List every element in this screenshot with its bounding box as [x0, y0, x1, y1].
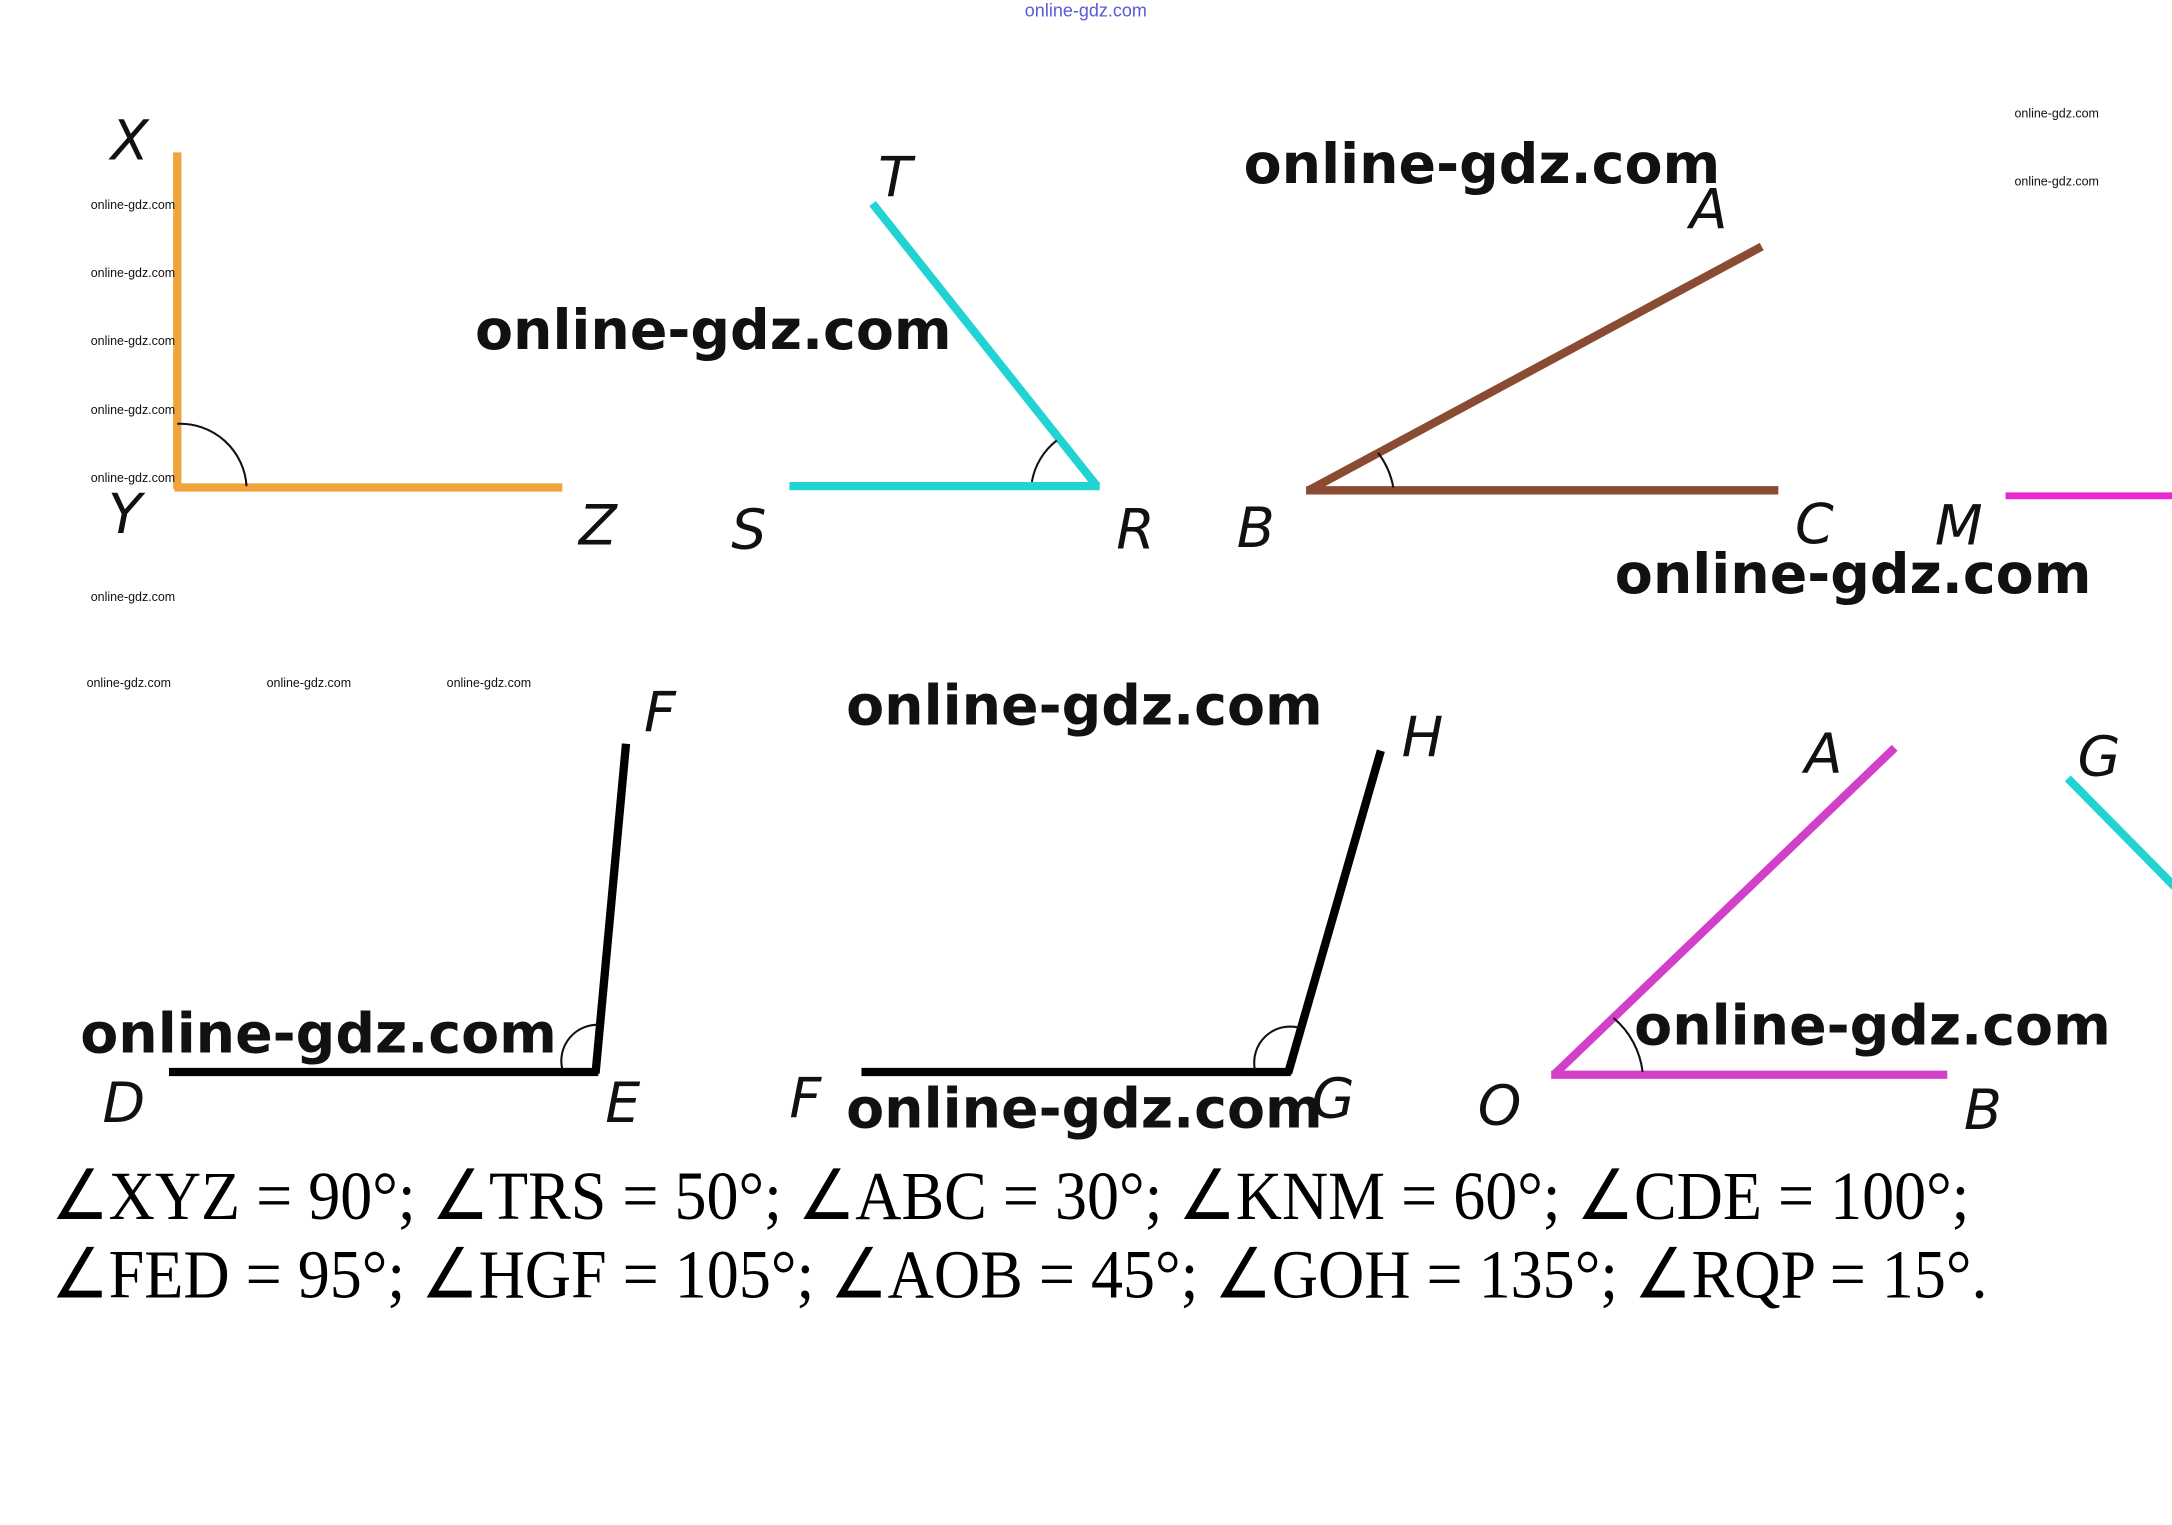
answer-line-2: ∠FED = 95°; ∠HGF = 105°; ∠AOB = 45°; ∠GO…: [51, 1236, 1987, 1313]
watermark-small: online-gdz.com: [447, 676, 531, 690]
watermark: online-gdz.com: [80, 1003, 557, 1067]
watermark-small: online-gdz.com: [91, 590, 175, 604]
ray-og: [2064, 775, 2172, 890]
label-f: F: [644, 681, 677, 745]
watermark: online-gdz.com: [846, 674, 1323, 738]
watermark-small: online-gdz.com: [2014, 107, 2098, 121]
angle-knm-partial: M: [1935, 492, 2172, 558]
label-t: T: [878, 147, 916, 211]
angle-trs: T S R: [731, 147, 1155, 563]
watermark: online-gdz.com: [846, 1077, 1323, 1141]
label-b: B: [1237, 497, 1275, 561]
angle-hgf: H F G: [789, 706, 1443, 1131]
angle-goh-partial: G: [2064, 726, 2172, 890]
angle-arc: [1030, 439, 1058, 483]
ray-rt: [869, 201, 1101, 489]
watermark: online-gdz.com: [1634, 994, 2111, 1058]
label-g: G: [1312, 1068, 1355, 1132]
label-x: X: [108, 109, 150, 173]
label-c: C: [1795, 493, 1834, 557]
watermark: online-gdz.com: [475, 299, 952, 363]
watermark-small: online-gdz.com: [91, 471, 175, 485]
label-z: Z: [577, 494, 618, 558]
label-r: R: [1116, 498, 1155, 562]
answer-line-1: ∠XYZ = 90°; ∠TRS = 50°; ∠ABC = 30°; ∠KNM…: [51, 1157, 1969, 1234]
ray-ba: [1306, 242, 1764, 494]
label-b2: B: [1964, 1079, 2002, 1143]
label-a: A: [1687, 179, 1728, 243]
watermark-small: online-gdz.com: [91, 198, 175, 212]
angle-arc: [1253, 1025, 1300, 1070]
angle-arc: [177, 422, 248, 487]
label-o: O: [1478, 1075, 1522, 1139]
watermark-small: online-gdz.com: [91, 403, 175, 417]
angle-arc: [560, 1023, 600, 1070]
label-y: Y: [108, 483, 146, 547]
watermark-top: online-gdz.com: [1025, 1, 1147, 21]
watermark: online-gdz.com: [1244, 133, 1721, 197]
label-g2: G: [2078, 726, 2121, 790]
ray-oa: [1551, 744, 1898, 1078]
label-h: H: [1402, 706, 1444, 770]
label-s: S: [731, 498, 766, 562]
angle-arc: [1612, 1017, 1644, 1073]
watermark-small: online-gdz.com: [91, 266, 175, 280]
watermark-small: online-gdz.com: [87, 676, 171, 690]
angle-aob: A O B: [1478, 723, 2002, 1143]
watermark-small: online-gdz.com: [2014, 175, 2098, 189]
angle-xyz: X Y Z: [108, 109, 618, 558]
label-e: E: [605, 1072, 640, 1136]
label-f2: F: [789, 1068, 822, 1132]
angle-arc: [1377, 452, 1395, 488]
label-m: M: [1935, 494, 1983, 558]
angle-fed: F D E: [102, 681, 677, 1136]
label-a2: A: [1802, 723, 1843, 787]
watermark-small: online-gdz.com: [91, 334, 175, 348]
watermark: online-gdz.com: [1615, 543, 2092, 607]
angle-abc: A B C: [1237, 179, 1834, 562]
label-d: D: [102, 1072, 145, 1136]
watermark-small: online-gdz.com: [267, 676, 351, 690]
ray-gh: [1284, 749, 1385, 1075]
ray-ef: [591, 743, 631, 1074]
